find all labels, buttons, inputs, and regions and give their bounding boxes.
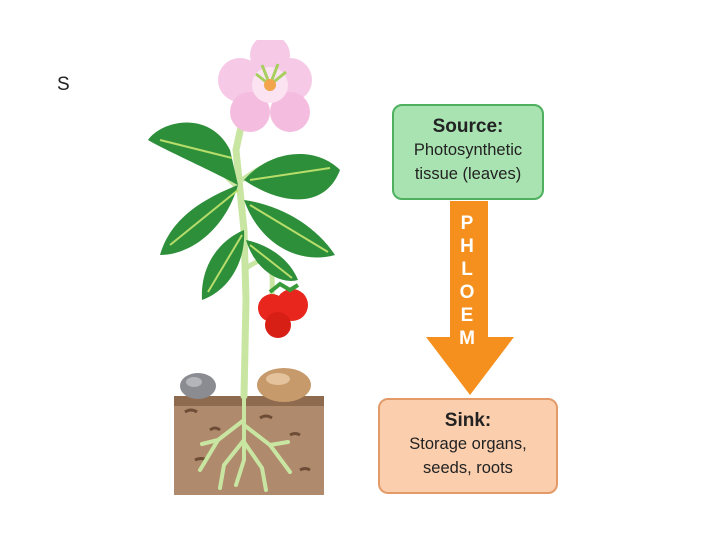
phloem-letter: L	[461, 259, 473, 280]
source-line-1: Photosynthetic	[413, 141, 523, 159]
soil	[174, 396, 324, 495]
leaves	[148, 122, 340, 300]
fruit	[258, 281, 308, 338]
phloem-letter: H	[460, 236, 474, 257]
source-heading: Source:	[432, 116, 504, 137]
phloem-label: P H L O E M	[452, 212, 482, 350]
tuber	[257, 368, 311, 402]
flower	[218, 40, 312, 132]
slide-corner-text: S	[57, 74, 70, 95]
phloem-letter: O	[459, 282, 475, 303]
phloem-letter: P	[460, 213, 474, 234]
source-line-2: tissue (leaves)	[414, 165, 522, 183]
roots	[198, 394, 292, 492]
phloem-letter: M	[459, 328, 475, 349]
sink-heading: Sink:	[444, 410, 492, 431]
source-box: Source: Photosynthetic tissue (leaves)	[392, 104, 544, 200]
sink-line-1: Storage organs,	[409, 435, 527, 453]
sink-box: Sink: Storage organs, seeds, roots	[378, 398, 558, 494]
sink-line-2: seeds, roots	[423, 459, 513, 477]
plant-illustration	[148, 40, 340, 495]
phloem-letter: E	[460, 305, 474, 326]
phloem-arrow	[426, 201, 514, 395]
